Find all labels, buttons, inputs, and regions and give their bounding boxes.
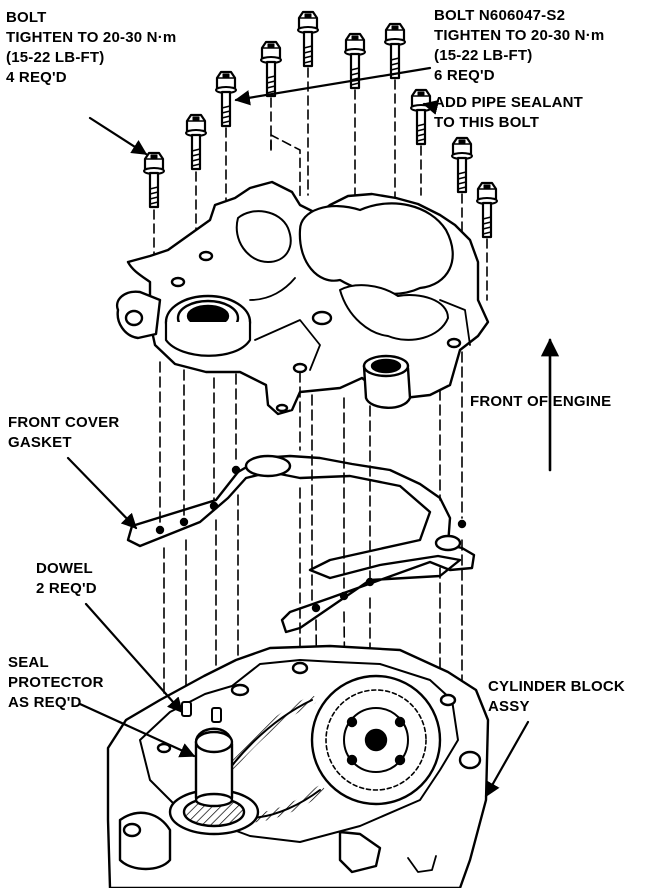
seal-protector-label: SEAL PROTECTOR AS REQ'D bbox=[8, 654, 104, 711]
bolts-group bbox=[142, 10, 499, 239]
bolt-2 bbox=[184, 113, 208, 171]
bolt-4 bbox=[259, 40, 283, 98]
bolt-right-label: BOLT N606047-S2 TIGHTEN TO 20-30 N·m (15… bbox=[434, 7, 605, 84]
front-cover bbox=[115, 180, 490, 416]
pipe-sealant-label: ADD PIPE SEALANT TO THIS BOLT bbox=[434, 94, 584, 131]
seal-protector bbox=[194, 727, 234, 808]
bolt-9 bbox=[450, 136, 474, 194]
cylinder-block bbox=[106, 644, 490, 888]
leader-lines bbox=[66, 66, 560, 798]
front-of-engine-label: FRONT OF ENGINE bbox=[470, 393, 612, 410]
bolt-5 bbox=[296, 10, 320, 68]
cover-alignment-lines bbox=[159, 351, 463, 831]
front-cover-gasket-label: FRONT COVER GASKET bbox=[8, 414, 120, 451]
bolt-7 bbox=[383, 22, 407, 80]
bolt-left-label: BOLT TIGHTEN TO 20-30 N·m (15-22 LB-FT) … bbox=[6, 9, 177, 86]
cylinder-block-label: CYLINDER BLOCK ASSY bbox=[488, 678, 625, 715]
bolt-10 bbox=[475, 181, 499, 239]
dowel-label: DOWEL 2 REQ'D bbox=[36, 560, 97, 597]
bolt-3 bbox=[214, 70, 238, 128]
dowels bbox=[181, 701, 222, 723]
bolt-8 bbox=[409, 88, 433, 146]
bolt-1 bbox=[142, 151, 166, 209]
front-cover-gasket bbox=[126, 454, 476, 634]
